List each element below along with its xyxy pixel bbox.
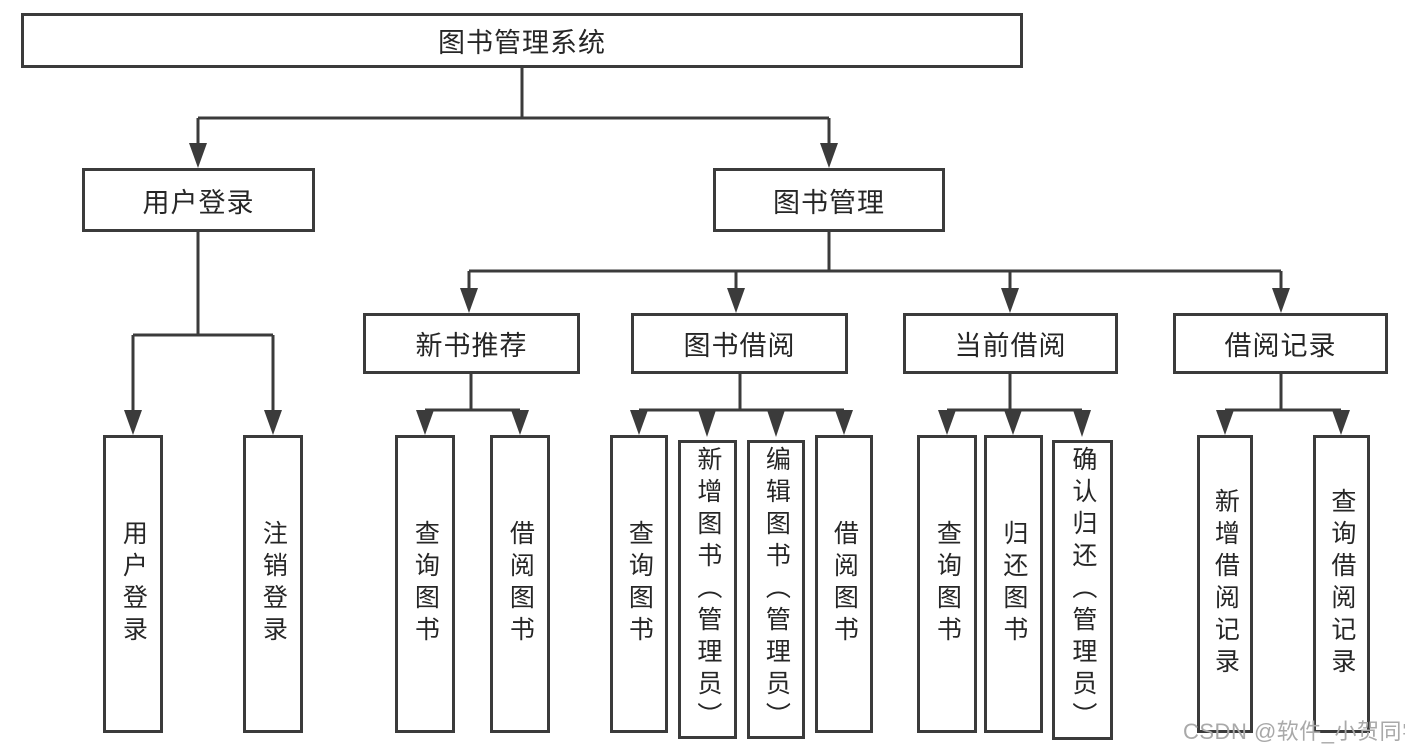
- node-current-borrow: 当前借阅: [903, 313, 1118, 374]
- node-label: 查询图书: [933, 520, 962, 648]
- node-label: 新增图书（管理员）: [693, 445, 722, 734]
- node-label: 图书借阅: [683, 331, 796, 361]
- node-label: 用户登录: [119, 520, 148, 648]
- node-label: 查询图书: [625, 520, 654, 648]
- node-root: 图书管理系统: [21, 13, 1023, 68]
- leaf-add-book-admin: 新增图书（管理员）: [678, 440, 737, 739]
- node-book-management: 图书管理: [713, 168, 945, 232]
- node-new-book-recommend: 新书推荐: [363, 313, 580, 374]
- node-label: 当前借阅: [954, 331, 1067, 361]
- leaf-logout: 注销登录: [243, 435, 303, 733]
- leaf-query-books-recommend: 查询图书: [395, 435, 455, 733]
- node-label: 新增借阅记录: [1211, 488, 1240, 680]
- leaf-borrow-books: 借阅图书: [815, 435, 873, 733]
- leaf-user-login: 用户登录: [103, 435, 163, 733]
- node-label: 注销登录: [259, 520, 288, 648]
- node-label: 用户登录: [142, 187, 255, 218]
- node-book-borrow: 图书借阅: [631, 313, 848, 374]
- node-user-login: 用户登录: [82, 168, 315, 232]
- leaf-query-books-current: 查询图书: [917, 435, 977, 733]
- node-label: 借阅图书: [506, 520, 535, 648]
- leaf-add-borrow-record: 新增借阅记录: [1197, 435, 1253, 733]
- node-label: 图书管理: [773, 187, 885, 218]
- leaf-edit-book-admin: 编辑图书（管理员）: [747, 440, 805, 739]
- watermark: CSDN @软件_小贺同学: [1183, 719, 1405, 744]
- node-label: 借阅记录: [1224, 331, 1337, 361]
- node-label: 图书管理系统: [438, 28, 606, 58]
- node-label: 编辑图书（管理员）: [762, 445, 791, 734]
- leaf-query-borrow-record: 查询借阅记录: [1313, 435, 1370, 733]
- node-label: 新书推荐: [415, 331, 528, 361]
- node-label: 确认归还（管理员）: [1068, 446, 1097, 734]
- node-label: 借阅图书: [830, 520, 859, 648]
- node-label: 查询图书: [411, 520, 440, 648]
- node-label: 查询借阅记录: [1327, 488, 1356, 680]
- leaf-return-book: 归还图书: [984, 435, 1043, 733]
- leaf-borrow-books-recommend: 借阅图书: [490, 435, 550, 733]
- node-borrow-records: 借阅记录: [1173, 313, 1388, 374]
- node-label: 归还图书: [999, 520, 1028, 648]
- leaf-query-books-borrow: 查询图书: [610, 435, 668, 733]
- leaf-confirm-return-admin: 确认归还（管理员）: [1052, 440, 1113, 740]
